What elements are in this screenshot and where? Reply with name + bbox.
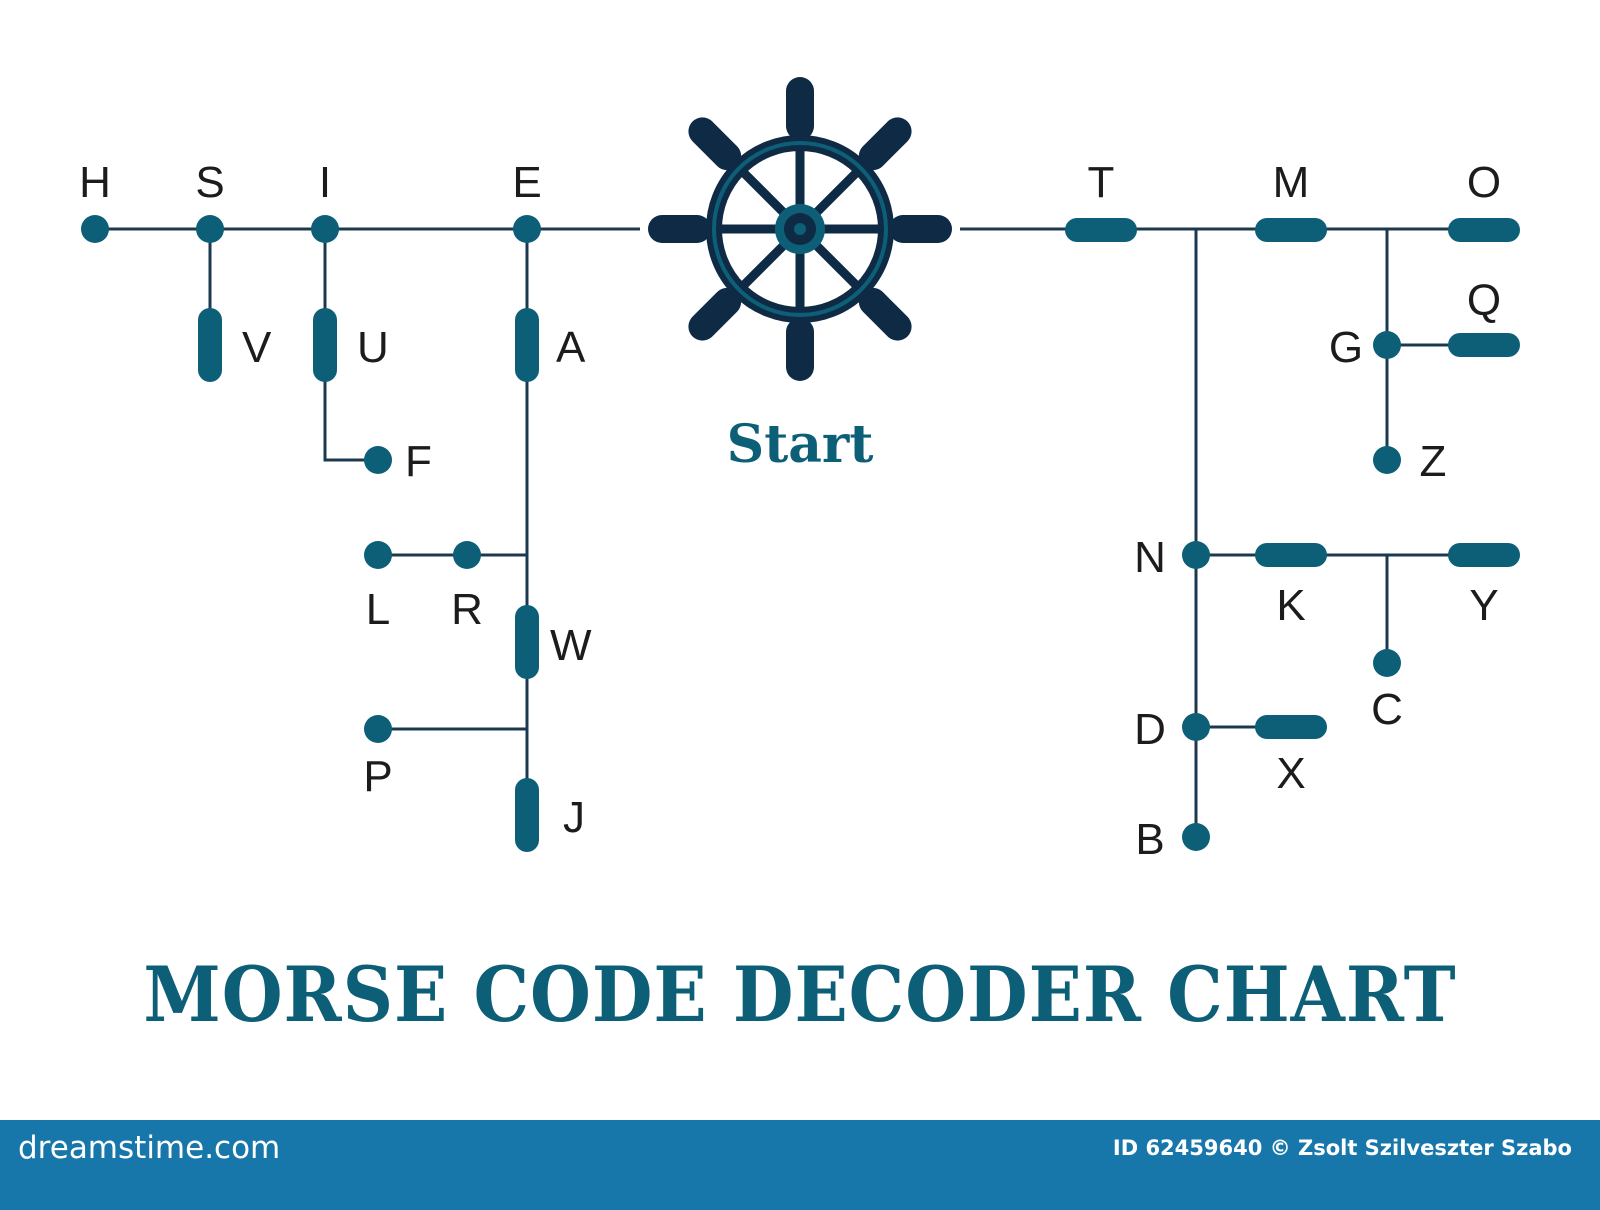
footer-bar: dreamstime.com ID 62459640 © Zsolt Szilv… xyxy=(0,1120,1600,1210)
letter-w: W xyxy=(550,621,592,670)
dot-b xyxy=(1182,823,1210,851)
dash-o xyxy=(1448,218,1520,242)
footer-site[interactable]: dreamstime.com xyxy=(18,1130,281,1166)
letter-v: V xyxy=(242,323,272,372)
letter-o: O xyxy=(1467,158,1501,207)
dash-w xyxy=(515,605,539,679)
dot-p xyxy=(364,715,392,743)
letter-x: X xyxy=(1276,749,1305,798)
letter-b: B xyxy=(1135,815,1164,864)
letter-j: J xyxy=(563,793,585,842)
ship-wheel-icon xyxy=(648,77,952,381)
dot-r xyxy=(453,541,481,569)
dash-markers xyxy=(198,218,1520,852)
dot-d xyxy=(1182,713,1210,741)
dot-c xyxy=(1373,649,1401,677)
letter-p: P xyxy=(363,752,392,801)
letter-r: R xyxy=(451,585,483,634)
letter-d: D xyxy=(1134,705,1166,754)
dash-k xyxy=(1255,543,1327,567)
dash-u xyxy=(313,308,337,382)
dot-f xyxy=(364,446,392,474)
dash-v xyxy=(198,308,222,382)
letter-q: Q xyxy=(1467,276,1501,325)
letter-g: G xyxy=(1329,323,1363,372)
dot-l xyxy=(364,541,392,569)
start-label: Start xyxy=(727,414,874,475)
letter-y: Y xyxy=(1469,581,1498,630)
dot-g xyxy=(1373,331,1401,359)
letter-s: S xyxy=(195,158,224,207)
letter-e: E xyxy=(512,158,541,207)
letter-c: C xyxy=(1371,685,1403,734)
letter-f: F xyxy=(405,437,432,486)
dash-y xyxy=(1448,543,1520,567)
dot-e xyxy=(513,215,541,243)
footer-credit: ID 62459640 © Zsolt Szilveszter Szabo xyxy=(1112,1136,1572,1160)
dash-x xyxy=(1255,715,1327,739)
letter-l: L xyxy=(366,585,390,634)
dot-z xyxy=(1373,446,1401,474)
dot-i xyxy=(311,215,339,243)
letter-h: H xyxy=(79,158,111,207)
dash-m xyxy=(1255,218,1327,242)
dot-s xyxy=(196,215,224,243)
letter-i: I xyxy=(319,158,331,207)
letter-a: A xyxy=(556,323,586,372)
letter-labels: H S I E V U A F L R W P J T M O Q G Z N … xyxy=(79,158,1501,864)
letter-t: T xyxy=(1088,158,1115,207)
letter-n: N xyxy=(1134,533,1166,582)
dot-h xyxy=(81,215,109,243)
chart-title: MORSE CODE DECODER CHART xyxy=(143,950,1457,1039)
letter-m: M xyxy=(1273,158,1310,207)
dash-q xyxy=(1448,333,1520,357)
letter-u: U xyxy=(357,323,389,372)
morse-decoder-diagram: H S I E V U A F L R W P J T M O Q G Z N … xyxy=(79,77,1520,864)
dash-j xyxy=(515,778,539,852)
dash-t xyxy=(1065,218,1137,242)
dash-a xyxy=(515,308,539,382)
letter-k: K xyxy=(1276,581,1305,630)
letter-z: Z xyxy=(1420,437,1447,486)
dot-n xyxy=(1182,541,1210,569)
dot-markers xyxy=(81,215,1401,851)
